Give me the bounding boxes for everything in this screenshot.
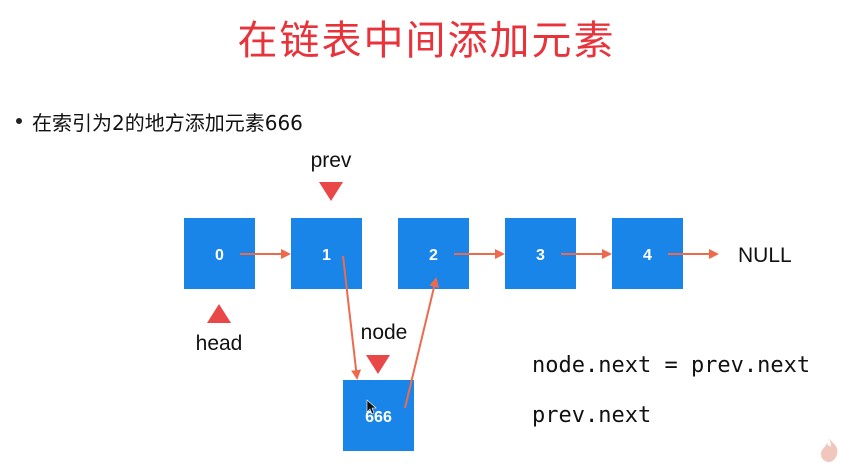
bullet-dot <box>16 118 22 124</box>
prev-pointer-icon <box>319 182 343 201</box>
watermark-logo-icon <box>821 438 838 462</box>
node-value: 4 <box>643 247 652 264</box>
null-label: NULL <box>738 244 792 267</box>
node-value: 0 <box>215 247 224 264</box>
arrow-1-to-666 <box>342 255 362 380</box>
node-1: 1 <box>291 218 362 289</box>
node-value: 3 <box>536 247 545 264</box>
node-label: node <box>361 321 408 344</box>
node-box <box>291 218 362 289</box>
code-line-2: prev.next <box>532 403 652 428</box>
new-node: 666 <box>343 380 414 451</box>
prev-label: prev <box>311 149 352 172</box>
code-line-1: node.next = prev.next <box>532 353 811 378</box>
arrow-666-to-2 <box>404 277 439 409</box>
head-label: head <box>196 332 243 355</box>
node-box <box>343 380 414 451</box>
bullet-item: 在索引为2的地方添加元素666 <box>10 106 303 136</box>
node-value: 2 <box>429 247 438 264</box>
node-value: 1 <box>322 247 331 264</box>
mouse-cursor-icon <box>366 399 377 415</box>
bullet-text: 在索引为2的地方添加元素666 <box>32 110 303 135</box>
head-pointer-icon <box>207 304 231 323</box>
page-title: 在链表中间添加元素 <box>237 18 616 64</box>
node-value: 666 <box>365 409 392 426</box>
node-pointer-icon <box>366 355 390 374</box>
